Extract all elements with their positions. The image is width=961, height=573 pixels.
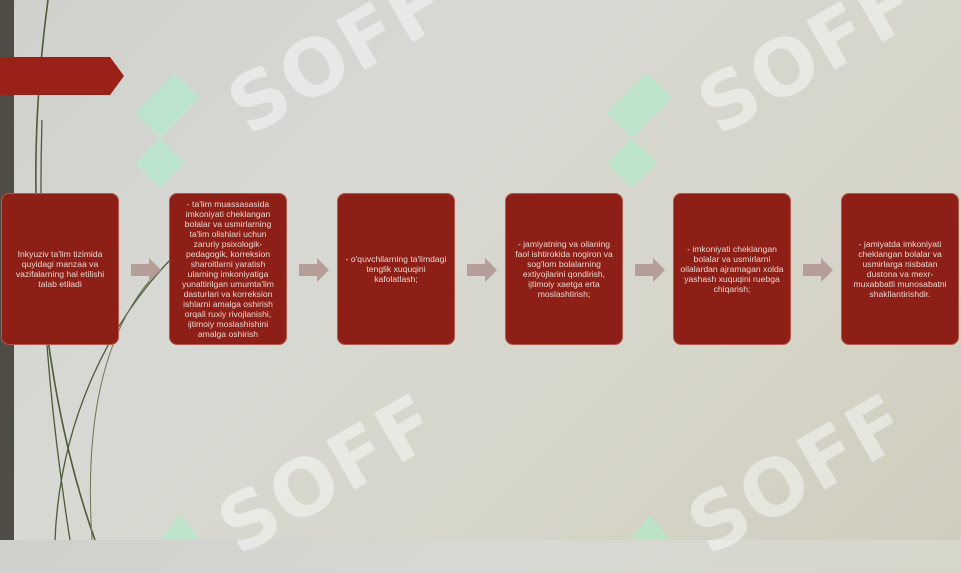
arrow-right-icon xyxy=(299,258,329,282)
flow-box-conditions: - ta'lim muassasasida imkoniyati cheklan… xyxy=(169,193,287,345)
flow-box-family: - imkoniyati cheklangan bolalar va usmir… xyxy=(673,193,791,345)
flow-box-text: Inkyuziv ta'lim tizimida quyidagi manzaa… xyxy=(15,249,105,289)
arrow-right-icon xyxy=(803,258,833,282)
arrow-right-icon xyxy=(635,258,665,282)
watermark-text: SOFF xyxy=(683,0,934,154)
flow-box-equality: - o'quvchilarning ta'limdagi tenglik xuq… xyxy=(337,193,455,345)
process-flow: Inkyuziv ta'lim tizimida quyidagi manzaa… xyxy=(0,193,961,347)
arrow-right-icon xyxy=(467,258,497,282)
flow-box-text: - jamiyatda imkoniyati cheklangan bolala… xyxy=(853,239,947,299)
watermark-text: SOFF xyxy=(203,376,454,573)
flow-box-intro: Inkyuziv ta'lim tizimida quyidagi manzaa… xyxy=(1,193,119,345)
flow-box-text: - jamiyatning va oilaning faol ishtiroki… xyxy=(515,239,613,299)
flow-box-attitude: - jamiyatda imkoniyati cheklangan bolala… xyxy=(841,193,959,345)
arrow-right-icon xyxy=(131,258,161,282)
watermark-text: SOFF xyxy=(213,0,464,154)
flow-box-needs: - jamiyatning va oilaning faol ishtiroki… xyxy=(505,193,623,345)
watermark-logo-icon xyxy=(607,73,672,188)
watermark-text: SOFF xyxy=(673,376,924,573)
title-accent-tab xyxy=(0,57,124,95)
flow-box-text: - ta'lim muassasasida imkoniyati cheklan… xyxy=(182,199,274,339)
flow-box-text: - imkoniyati cheklangan bolalar va usmir… xyxy=(680,244,784,294)
flow-box-text: - o'quvchilarning ta'limdagi tenglik xuq… xyxy=(345,254,447,284)
watermark-logo-icon xyxy=(630,515,670,540)
watermark-logo-icon xyxy=(135,73,200,188)
watermark-logo-icon xyxy=(160,515,200,540)
